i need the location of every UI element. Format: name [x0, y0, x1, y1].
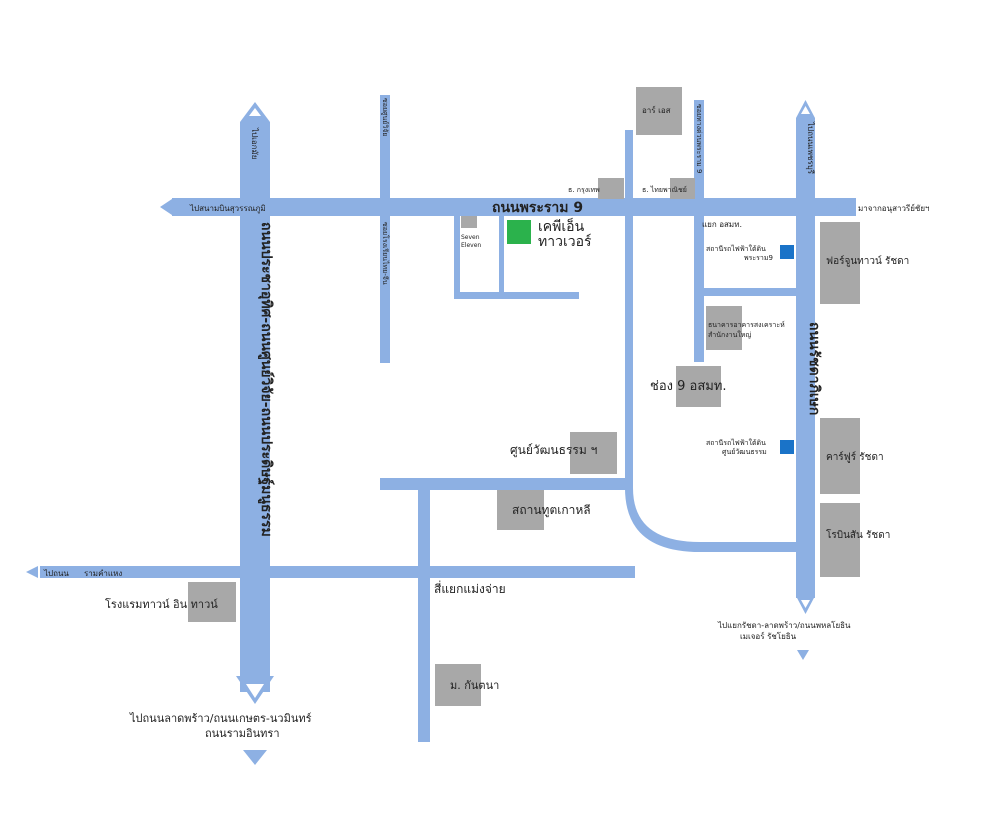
label-fortune: ฟอร์จูนทาวน์ รัชดา	[826, 255, 909, 267]
lane-kpn-3	[454, 292, 579, 299]
label-to-ekkamai: ไปเอกมัย	[250, 127, 259, 159]
label-rs: อาร์ เอส	[642, 105, 671, 115]
label-target-2: ทาวเวอร์	[538, 233, 592, 250]
mrt-station-cultural	[780, 440, 794, 454]
building-ghbank	[706, 306, 742, 350]
road-soi-left	[380, 95, 390, 363]
label-thaipanich: ธ. ไทยพาณิชย์	[642, 185, 687, 194]
road-prachauthit	[240, 122, 270, 692]
road-rs-lane	[625, 130, 633, 490]
label-station1: สถานีรถไฟฟ้าใต้ดิน	[706, 244, 766, 253]
mrt-station-rama9	[780, 245, 794, 259]
label-station1-2: พระราม9	[744, 254, 773, 262]
label-carrefour: คาร์ฟูร์ รัชดา	[826, 451, 884, 463]
label-west-top: ไปสนามบินสุวรรณภูมิ	[189, 204, 266, 214]
label-korea: สถานทูตเกาหลี	[512, 503, 591, 518]
label-soi-left-top: ซอยศูนย์วิจัย	[381, 98, 389, 137]
label-south-right: ไปแยกรัชดา-ลาดพร้าว/ถนนพหลโยธิน	[717, 620, 851, 630]
label-prachauthit: ถนนประชาอุทิศ-ถนนศูนย์วิจัย-ถนนประดิษฐ์ม…	[257, 222, 275, 537]
building-kannatha	[435, 664, 481, 706]
building-seven-eleven	[461, 216, 477, 228]
label-south-left-2: ถนนรามอินทรา	[205, 727, 280, 740]
label-ghbank: ธนาคารอาคารสงเคราะห์	[708, 321, 785, 329]
label-south-left: ไปถนนลาดพร้าว/ถนนเกษตร-นวมินทร์	[129, 712, 312, 725]
building-hotel	[188, 582, 236, 622]
label-target: เคพีเอ็น	[538, 217, 585, 235]
arrow-south-right-2	[797, 650, 809, 660]
building-krungthep	[598, 178, 624, 199]
lane-right-1	[704, 288, 796, 296]
arrow-east-top	[836, 199, 850, 215]
label-station2-2: ศูนย์วัฒนธรรม	[722, 448, 767, 456]
label-robinson: โรบินสัน รัชดา	[826, 528, 890, 541]
label-mcot: ช่อง 9 อสมท.	[650, 379, 727, 394]
label-junction: แยก อสมท.	[702, 220, 742, 229]
label-cultural: ศูนย์วัฒนธรรม ฯ	[510, 443, 597, 458]
road-soi-right	[694, 100, 704, 362]
building-carrefour	[820, 418, 860, 494]
road-ratchadaphisek	[796, 118, 815, 598]
road-ramkhamhaeng	[40, 566, 635, 578]
target-kpn-tower	[507, 220, 531, 244]
building-cultural	[570, 432, 617, 474]
label-hotel: โรงแรมทาวน์ อิน ทาวน์	[105, 597, 218, 611]
building-fortune	[820, 222, 860, 304]
label-west-mid-road: รามคำแหง	[84, 569, 122, 578]
label-kannatha: ม. กันตนา	[450, 679, 499, 692]
building-thaipanich	[670, 178, 695, 199]
building-robinson	[820, 503, 860, 577]
lane-kpn-2	[499, 216, 504, 298]
label-to-phetchaburi: ไปถนนเพชรบุรี	[806, 121, 815, 175]
building-mcot	[676, 366, 721, 407]
arrow-south-left	[243, 750, 267, 765]
road-kantana	[418, 490, 430, 742]
arrow-west-mid	[26, 566, 38, 578]
label-soi-left-bottom: ซอยโรงเรียนไทย-จีน	[381, 222, 390, 285]
label-ratchada: ถนนรัชดาภิเษก	[806, 322, 822, 415]
road-cultural	[380, 478, 633, 490]
label-rama9: ถนนพระราม 9	[492, 200, 583, 216]
road-rama9	[172, 198, 856, 216]
label-intersection: สี่แยกแม่งจ่าย	[434, 580, 506, 596]
lane-kpn-1	[454, 216, 460, 298]
building-korea	[497, 490, 544, 530]
label-seven-eleven-2: Eleven	[461, 242, 481, 249]
arrow-west-top	[160, 199, 172, 215]
road-curve	[625, 488, 800, 552]
label-south-right-2: เมเจอร์ รัชโยธิน	[740, 631, 797, 641]
label-west-mid: ไปถนน	[43, 569, 69, 578]
label-krungthep: ธ. กรุงเทพ	[568, 186, 600, 194]
label-seven-eleven: Seven	[461, 234, 480, 241]
label-station2: สถานีรถไฟฟ้าใต้ดิน	[706, 438, 766, 447]
label-ghbank-2: สำนักงานใหญ่	[708, 330, 751, 339]
label-east-top: มาจากอนุสาวรีย์ชัยฯ	[858, 203, 930, 213]
building-rs	[636, 87, 682, 135]
label-soi-right: ซอยทางด่วนพระราม 9	[695, 104, 703, 173]
